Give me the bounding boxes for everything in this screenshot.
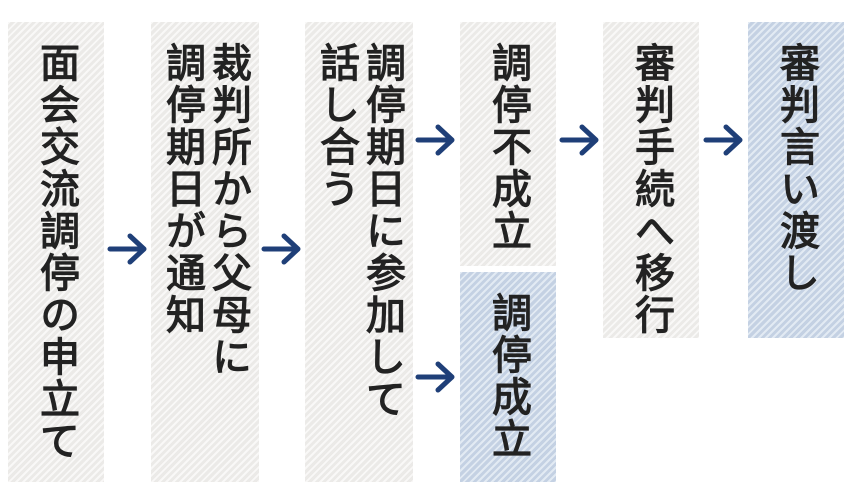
step-box-adjudication: 審判手続へ移行 [603,22,699,338]
step-box-established: 調停成立 [460,272,556,482]
right-arrow-icon [261,233,301,265]
right-arrow-icon [415,361,455,393]
step-box-3: 調停期日に参加して 話し合う [305,22,413,482]
step-label-2: 裁判所から父母に 調停期日が通知 [159,42,251,378]
step-label-not-established: 調停不成立 [485,42,531,252]
step-label-established: 調停成立 [485,292,531,460]
right-arrow-icon [703,124,743,156]
right-arrow-icon [107,233,147,265]
right-arrow-icon [559,124,599,156]
step-label-1: 面会交流調停の申立て [33,42,79,462]
step-label-3: 調停期日に参加して 話し合う [313,42,405,420]
step-box-not-established: 調停不成立 [460,22,556,266]
right-arrow-icon [415,124,455,156]
step-label-judgment: 審判言い渡し [773,42,819,294]
step-box-2: 裁判所から父母に 調停期日が通知 [151,22,259,482]
step-box-judgment: 審判言い渡し [748,22,844,338]
step-label-adjudication: 審判手続へ移行 [628,42,674,336]
step-box-1: 面会交流調停の申立て [8,22,104,482]
